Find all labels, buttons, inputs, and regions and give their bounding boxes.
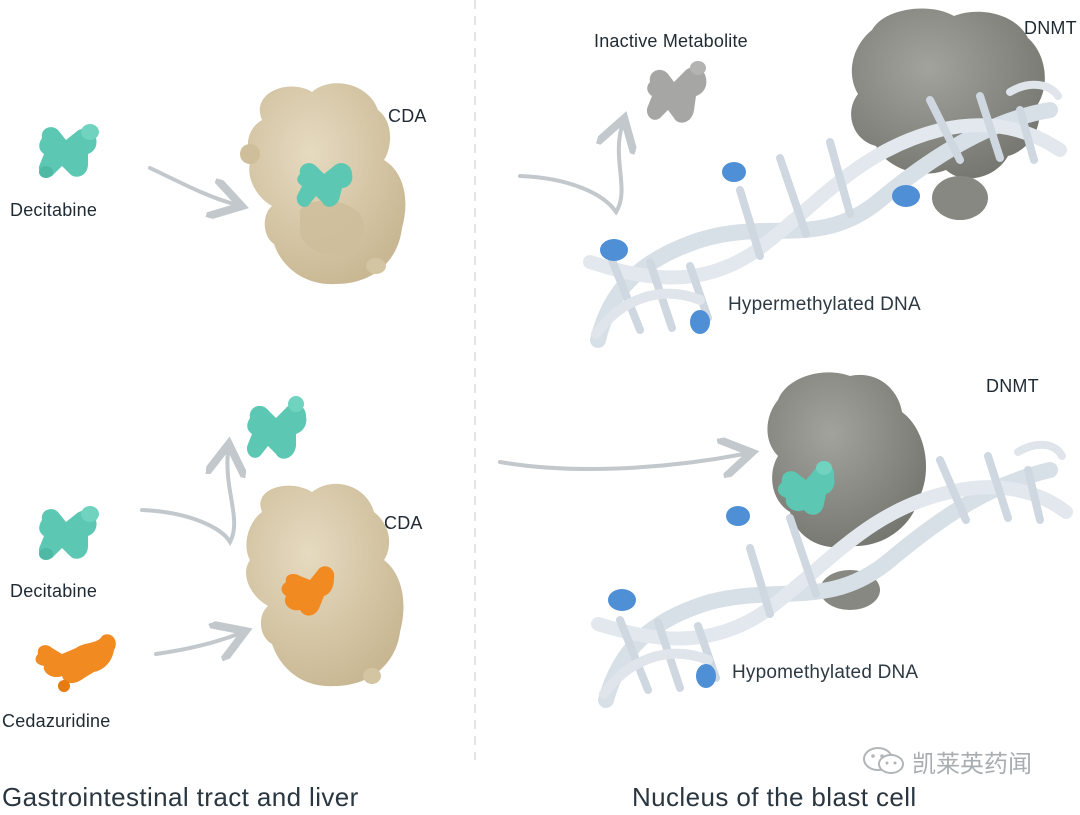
inactive-metabolite-molecule [646, 61, 707, 123]
methyl-marks-bottom [608, 506, 750, 688]
decitabine-label-top: Decitabine [10, 200, 98, 220]
wechat-icon [863, 747, 904, 774]
cda-label-top: CDA [388, 106, 427, 126]
arrow-decitabine-bypass [140, 452, 234, 547]
decitabine-bound-cda-top [296, 163, 353, 207]
decitabine-molecule-top [38, 124, 99, 178]
decitabine-molecule-bottom [38, 506, 99, 560]
cda-label-bottom: CDA [384, 513, 423, 533]
dnmt-label-bottom: DNMT [986, 376, 1039, 396]
decitabine-bound-dnmt [777, 461, 835, 515]
methyl-marks-top [600, 162, 920, 334]
cedazuridine-bound-cda [281, 566, 335, 616]
inactive-metabolite-label: Inactive Metabolite [594, 31, 748, 51]
arrow-decitabine-to-dnmt [498, 454, 744, 469]
left-panel-title: Gastrointestinal tract and liver [2, 782, 359, 812]
dna-helix-hypermethylated [583, 80, 1067, 348]
decitabine-label-bottom: Decitabine [10, 581, 98, 601]
hypermethylated-dna-label: Hypermethylated DNA [728, 294, 921, 315]
arrow-decitabine-to-metabolite [518, 126, 622, 216]
dna-helix-hypomethylated [591, 440, 1073, 708]
right-panel-title: Nucleus of the blast cell [632, 782, 917, 812]
decitabine-released [246, 396, 307, 459]
hypomethylated-dna-label: Hypomethylated DNA [732, 662, 919, 683]
arrow-cedazuridine-to-cda [154, 634, 238, 654]
cedazuridine-label: Cedazuridine [2, 711, 111, 731]
cedazuridine-molecule [35, 634, 116, 692]
watermark-text: 凯莱英药闻 [912, 750, 1032, 778]
dnmt-label-top: DNMT [1024, 18, 1077, 38]
arrow-decitabine-to-cda-top [148, 166, 234, 204]
